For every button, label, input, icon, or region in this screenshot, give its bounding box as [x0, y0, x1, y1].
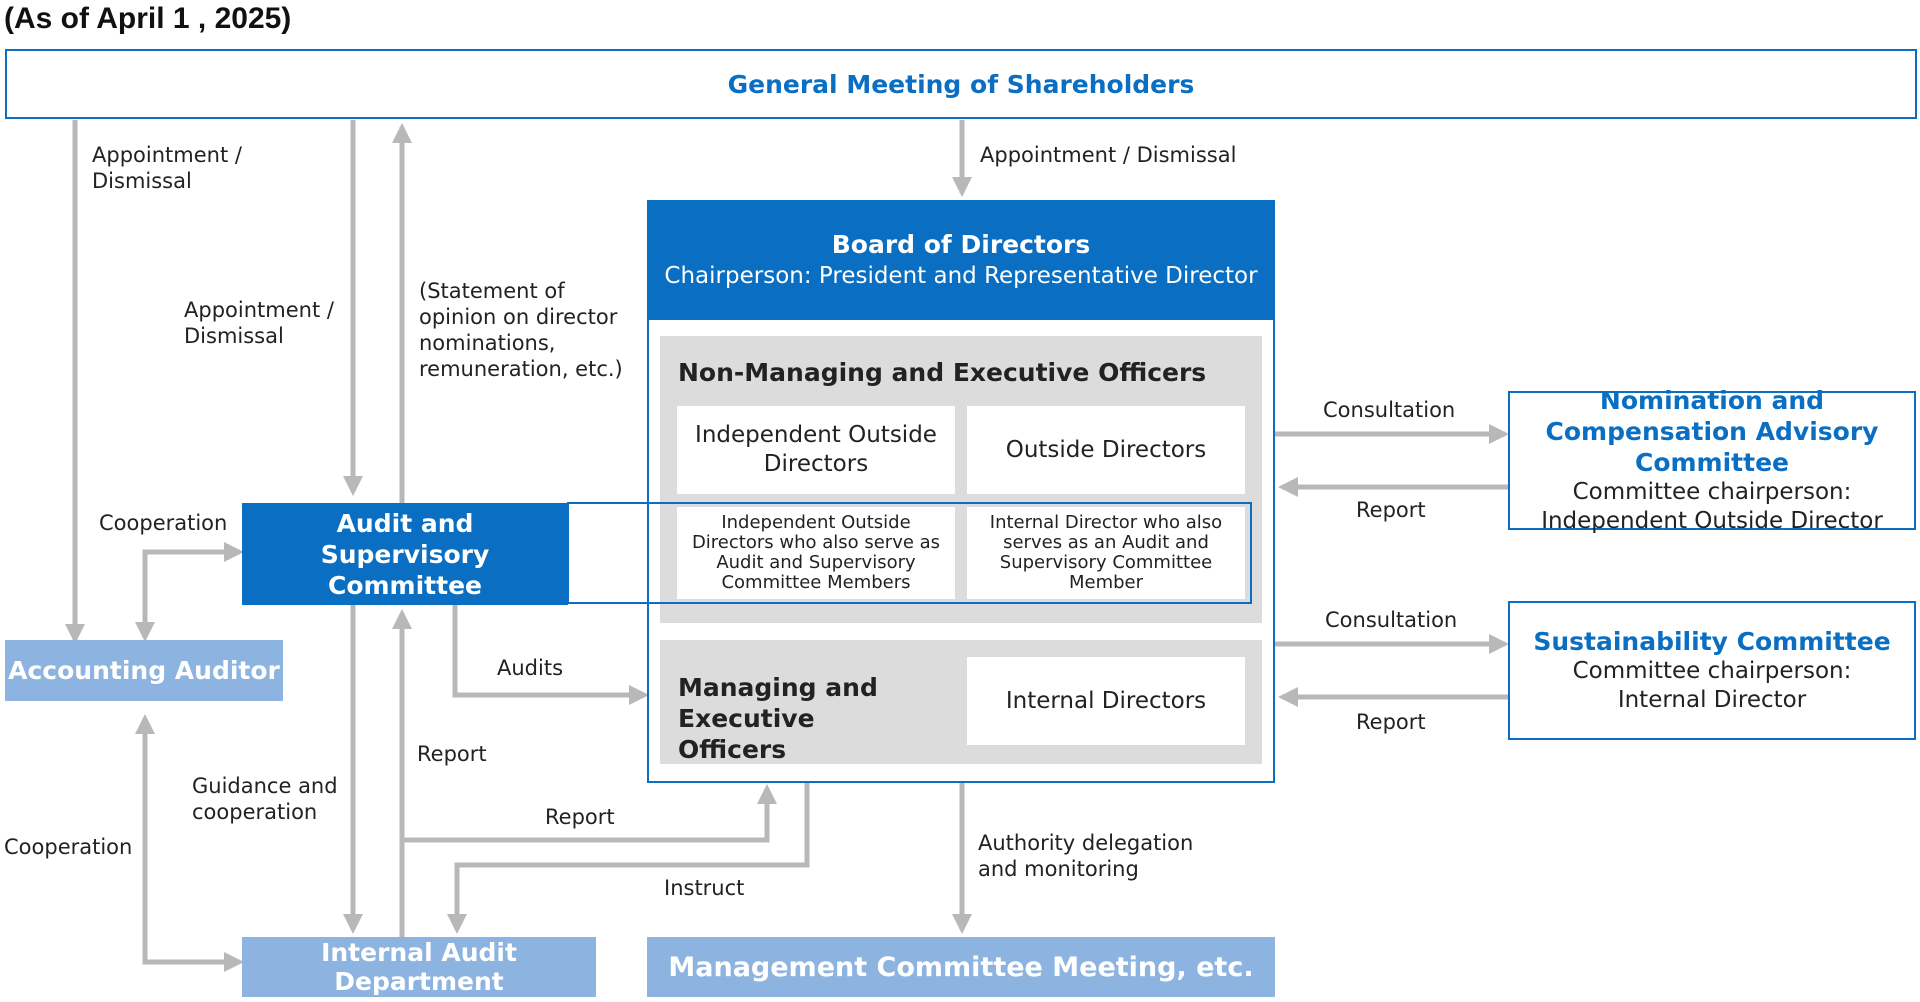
- label-appointment-dismissal-mid: Appointment / Dismissal: [184, 298, 334, 348]
- management-committee-meeting: Management Committee Meeting, etc.: [647, 937, 1275, 997]
- label-cooperation-top: Cooperation: [99, 511, 228, 535]
- independent-outside-directors: Independent Outside Directors: [677, 406, 955, 494]
- label-consultation-sustainability: Consultation: [1325, 608, 1458, 632]
- label-authority-delegation: Authority delegation and monitoring: [978, 831, 1194, 881]
- outside-directors: Outside Directors: [967, 406, 1245, 494]
- shareholders-label: General Meeting of Shareholders: [727, 69, 1195, 99]
- label-report-audit: Report: [417, 742, 487, 766]
- arrow-instruct: [447, 783, 810, 934]
- nomination-title: Nomination and Compensation Advisory Com…: [1545, 386, 1879, 477]
- label-consultation-nomination: Consultation: [1323, 398, 1456, 422]
- label-report-sustainability: Report: [1356, 710, 1426, 734]
- label-appointment-dismissal-left: Appointment / Dismissal: [92, 143, 242, 193]
- label-statement-opinion: (Statement of opinion on director nomina…: [419, 279, 623, 381]
- sustainability-chair-value: Internal Director: [1617, 687, 1807, 713]
- label-guidance-cooperation: Guidance and cooperation: [192, 774, 338, 824]
- accounting-auditor: Accounting Auditor: [5, 640, 283, 701]
- sustainability-title: Sustainability Committee: [1533, 627, 1891, 656]
- internal-director-audit-member: Internal Director who also serves as an …: [967, 507, 1245, 599]
- sustainability-committee: Sustainability Committee Committee chair…: [1508, 601, 1916, 740]
- internal-directors: Internal Directors: [967, 657, 1245, 745]
- label-appointment-dismissal-board: Appointment / Dismissal: [980, 143, 1237, 167]
- internal-audit-department: Internal Audit Department: [242, 937, 596, 997]
- independent-outside-audit-members: Independent Outside Directors who also s…: [677, 507, 955, 599]
- board-header: Board of Directors Chairperson: Presiden…: [647, 200, 1275, 320]
- label-audits: Audits: [497, 656, 564, 680]
- nomination-chair-value: Independent Outside Director: [1541, 508, 1883, 534]
- label-report-nomination: Report: [1356, 498, 1426, 522]
- nomination-chair-label: Committee chairperson:: [1572, 479, 1852, 505]
- as-of-date: (As of April 1 , 2025): [4, 2, 292, 35]
- nomination-compensation-committee: Nomination and Compensation Advisory Com…: [1508, 386, 1916, 534]
- arrow-audits: [452, 605, 649, 705]
- label-cooperation-bottom: Cooperation: [4, 835, 133, 859]
- arrow-accounting-internal-cooperation: [135, 714, 244, 972]
- sustainability-chair-label: Committee chairperson:: [1572, 658, 1852, 684]
- label-report-board: Report: [545, 805, 615, 829]
- board-subtitle: Chairperson: President and Representativ…: [664, 263, 1258, 289]
- board-title: Board of Directors: [831, 230, 1091, 259]
- non-managing-title: Non-Managing and Executive Officers: [678, 358, 1207, 387]
- audit-supervisory-committee: Audit and Supervisory Committee: [242, 503, 568, 605]
- shareholders-box: General Meeting of Shareholders: [5, 49, 1917, 119]
- arrow-accounting-audit-cooperation: [135, 542, 244, 642]
- managing-title: Managing and Executive Officers: [678, 673, 878, 764]
- arrow-report-to-board: [402, 784, 777, 843]
- label-instruct: Instruct: [664, 876, 745, 900]
- audit-committee-member-outline: [567, 502, 1252, 604]
